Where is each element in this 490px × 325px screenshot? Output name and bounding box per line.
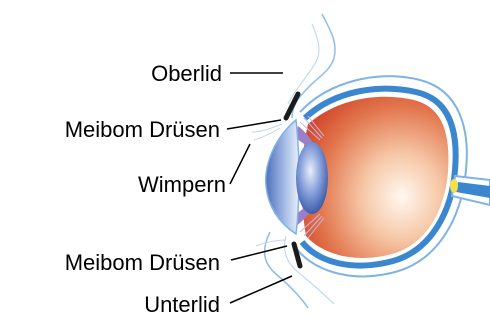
leader-line-meibomian-lower — [231, 246, 287, 260]
leader-line-lower-lid — [230, 276, 292, 303]
cornea — [266, 120, 299, 234]
label-lashes: Wimpern — [138, 173, 226, 197]
label-lower-lid: Unterlid — [144, 293, 220, 317]
label-meibomian-upper: Meibom Drüsen — [65, 118, 220, 142]
meibomian-gland-lower — [294, 244, 300, 266]
label-meibomian-lower: Meibom Drüsen — [65, 251, 220, 275]
leader-line-lashes — [230, 144, 250, 184]
label-upper-lid: Oberlid — [151, 62, 222, 86]
optic-disc — [450, 179, 458, 193]
lower-eyelashes — [256, 240, 286, 246]
lens — [296, 142, 328, 214]
eyelashes — [252, 124, 282, 140]
